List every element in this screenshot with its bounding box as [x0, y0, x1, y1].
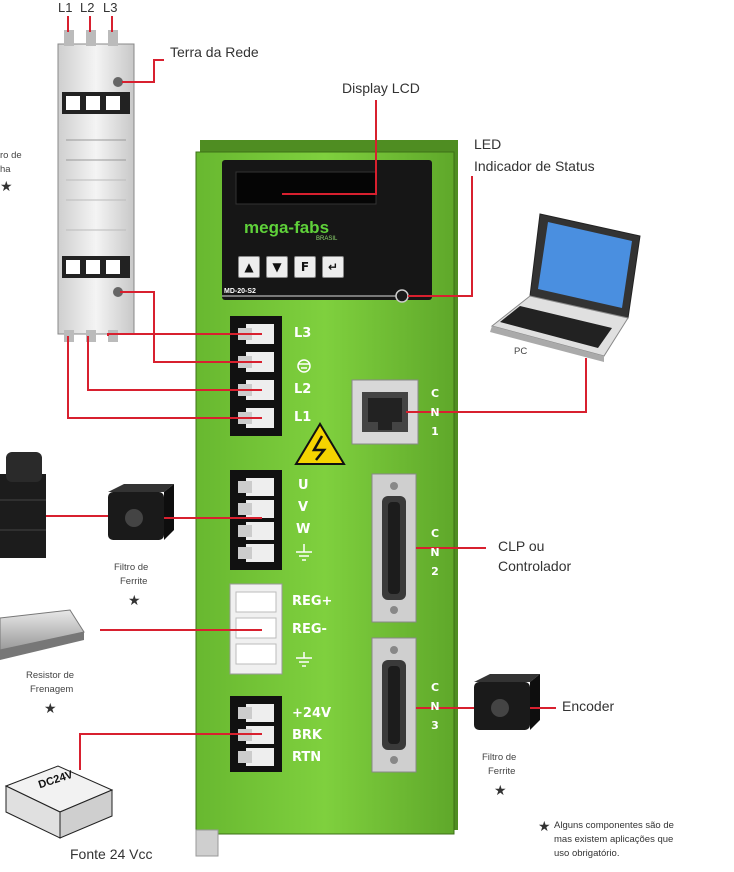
terminal-w: W — [296, 522, 311, 537]
note-line3: uso obrigatório. — [554, 848, 620, 859]
ferrite-encoder-label-2: Ferrite — [488, 766, 516, 777]
ferrite-encoder-star: ★ — [494, 782, 507, 798]
resistor-star: ★ — [44, 700, 57, 716]
filtro-linha-star: ★ — [0, 178, 13, 194]
cn1-label-c: C — [430, 387, 440, 400]
wiring — [46, 16, 587, 770]
ferrite-filter-motor — [108, 484, 174, 540]
model-label: MD-20-S2 — [224, 288, 256, 295]
led-label-line1: LED — [474, 136, 502, 152]
display-label: Display LCD — [342, 80, 420, 96]
cn2-label-c: C — [430, 527, 440, 540]
power-supply-24v — [4, 765, 114, 839]
terminal-u: U — [298, 478, 309, 493]
ferrite-encoder-label-1: Filtro de — [482, 752, 517, 763]
brand-logo: mega-fabs — [244, 218, 330, 237]
servo-motor — [0, 452, 46, 558]
key-up-button[interactable]: ▲ — [238, 256, 260, 278]
terminal-l1: L1 — [294, 410, 312, 425]
terminal-rtn: RTN — [292, 750, 322, 765]
cn1-label: C N 1 — [428, 384, 442, 441]
terminal-24v: +24V — [292, 706, 332, 721]
terminal-reg-plus: REG+ — [292, 594, 333, 609]
status-led — [395, 289, 409, 303]
note-star: ★ — [538, 818, 551, 834]
clp-label-line1: CLP ou — [498, 538, 545, 554]
fonte-label: Fonte 24 Vcc — [70, 846, 153, 862]
note-line1: Alguns componentes são de — [554, 820, 674, 831]
filtro-linha-label-1: ro de — [0, 150, 22, 161]
cn3-label-3: 3 — [431, 719, 439, 732]
key-enter-button[interactable]: ↵ — [322, 256, 344, 278]
motor-terminal-block — [230, 470, 282, 570]
brand-sub: BRASIL — [316, 236, 338, 242]
terra-label: Terra da Rede — [170, 44, 259, 60]
line-filter — [57, 30, 135, 342]
input-l1-label: L1 — [58, 0, 73, 15]
led-label-line2: Indicador de Status — [474, 158, 595, 174]
terminal-l2: L2 — [294, 382, 312, 397]
cn1-label-n: N — [430, 406, 440, 419]
ferrite-filter-encoder — [474, 674, 540, 730]
lcd-display — [235, 171, 377, 205]
ferrite-motor-label-2: Ferrite — [120, 576, 148, 587]
input-l2-label: L2 — [80, 0, 95, 15]
pc-laptop-icon — [490, 213, 641, 362]
cn2-db-connector — [371, 473, 417, 623]
input-l3-label: L3 — [103, 0, 118, 15]
cn2-label-2: 2 — [431, 565, 439, 578]
ferrite-motor-label-1: Filtro de — [114, 562, 149, 573]
cn2-label: C N 2 — [428, 524, 442, 581]
filtro-linha-label-2: ha — [0, 164, 11, 175]
terminal-v: V — [298, 500, 309, 515]
cn1-label-1: 1 — [431, 425, 439, 438]
warning-icon — [294, 422, 346, 465]
clp-label-line2: Controlador — [498, 558, 572, 574]
resistor-label-2: Frenagem — [30, 684, 74, 695]
terminal-brk: BRK — [292, 728, 322, 743]
resistor-label-1: Resistor de — [26, 670, 75, 681]
terminal-reg-minus: REG- — [292, 622, 327, 637]
key-f-button[interactable]: F — [294, 256, 316, 278]
braking-resistor — [0, 609, 85, 660]
note-line2: mas existem aplicações que — [554, 834, 674, 845]
key-down-button[interactable]: ▼ — [266, 256, 288, 278]
cn3-label-n: N — [430, 700, 440, 713]
encoder-label: Encoder — [562, 698, 615, 714]
cn3-label: C N 3 — [428, 678, 442, 735]
ground-symbols — [296, 359, 312, 667]
terminal-l3: L3 — [294, 326, 312, 341]
pc-label: PC — [514, 346, 528, 357]
cn3-db-connector — [371, 637, 417, 773]
cn2-label-n: N — [430, 546, 440, 559]
cn3-label-c: C — [430, 681, 440, 694]
ferrite-motor-star: ★ — [128, 592, 141, 608]
